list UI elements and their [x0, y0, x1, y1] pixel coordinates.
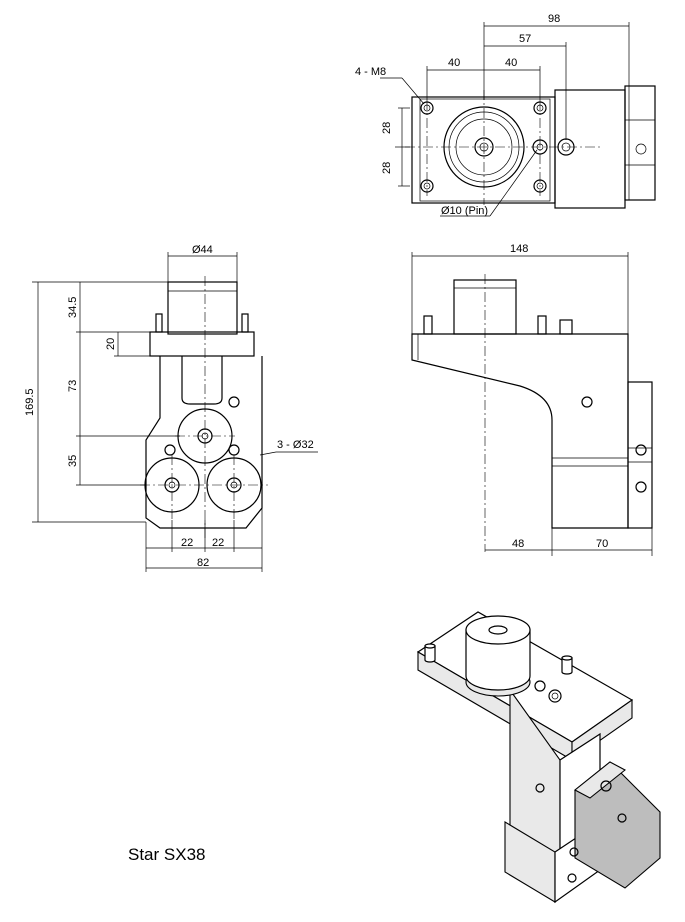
front-view: Ø44 169.5 34.5 20 73 35 22 22 82 3 - Ø32	[24, 244, 318, 572]
dim-57-label: 57	[519, 33, 531, 45]
dim-22a-label: 22	[181, 537, 193, 549]
dim-40b-label: 40	[505, 57, 517, 69]
pin-note: Ø10 (Pin)	[441, 205, 488, 217]
hole-note: 3 - Ø32	[277, 439, 314, 451]
top-view: 98 57 40 40 28 28 4 - M8 Ø10 (Pin)	[355, 13, 656, 217]
dim-dia44-label: Ø44	[192, 244, 213, 256]
drawing-title: Star SX38	[128, 845, 206, 864]
thread-note: 4 - M8	[355, 66, 386, 78]
dim-169-5-label: 169.5	[24, 388, 36, 416]
dim-82-label: 82	[197, 557, 209, 569]
dim-20-label: 20	[105, 338, 117, 350]
dim-35-label: 35	[67, 455, 79, 467]
dim-73-label: 73	[67, 380, 79, 392]
dim-40a-label: 40	[448, 57, 460, 69]
dim-48-label: 48	[512, 538, 524, 550]
dim-148-label: 148	[510, 243, 528, 255]
dim-70-label: 70	[596, 538, 608, 550]
dim-34-5-label: 34.5	[67, 297, 79, 318]
side-view: 148 48 70	[411, 243, 653, 556]
dim-98-label: 98	[548, 13, 560, 25]
isometric-view	[416, 611, 661, 904]
dim-22b-label: 22	[212, 537, 224, 549]
dim-28a-label: 28	[381, 122, 393, 134]
dim-28b-label: 28	[381, 162, 393, 174]
